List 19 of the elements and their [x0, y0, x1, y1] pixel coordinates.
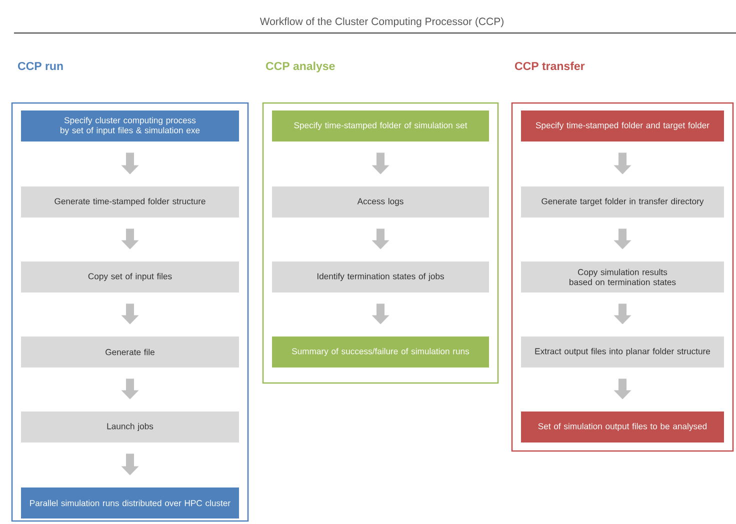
- highlighted-step-box: Specify time-stamped folder of simulation set: [272, 110, 489, 142]
- step-box: Launch jobs: [21, 412, 239, 442]
- step-box: Generate time-stamped folder structure: [21, 186, 239, 218]
- step-box: Extract output files into planar folder structure: [521, 336, 724, 368]
- node-label: CCP run: [18, 62, 63, 70]
- node-label: CCP analyse: [266, 62, 335, 72]
- step-box: Copy simulation results based on termination states: [521, 262, 724, 292]
- highlighted-step-box: Summary of success/failure of simulation runs: [272, 336, 489, 368]
- step-box: Generate file: [21, 336, 239, 368]
- step-box: Access logs: [272, 186, 489, 218]
- step-box: Copy set of input files: [21, 262, 239, 292]
- highlighted-step-box: Specify time-stamped folder and target folder: [521, 110, 724, 142]
- highlighted-step-box: Set of simulation output files to be analysed: [521, 412, 724, 442]
- title: Workflow of the Cluster Computing Processor (CCP): [260, 17, 504, 28]
- highlighted-step-box: Specify cluster computing process by set of input files & simulation exe: [21, 110, 239, 142]
- node-label: CCP transfer: [515, 62, 585, 70]
- step-box: Generate target folder in transfer directory: [521, 186, 724, 218]
- step-box: Identify termination states of jobs: [272, 262, 489, 292]
- highlighted-step-box: Parallel simulation runs distributed over HPC cluster: [21, 488, 239, 518]
